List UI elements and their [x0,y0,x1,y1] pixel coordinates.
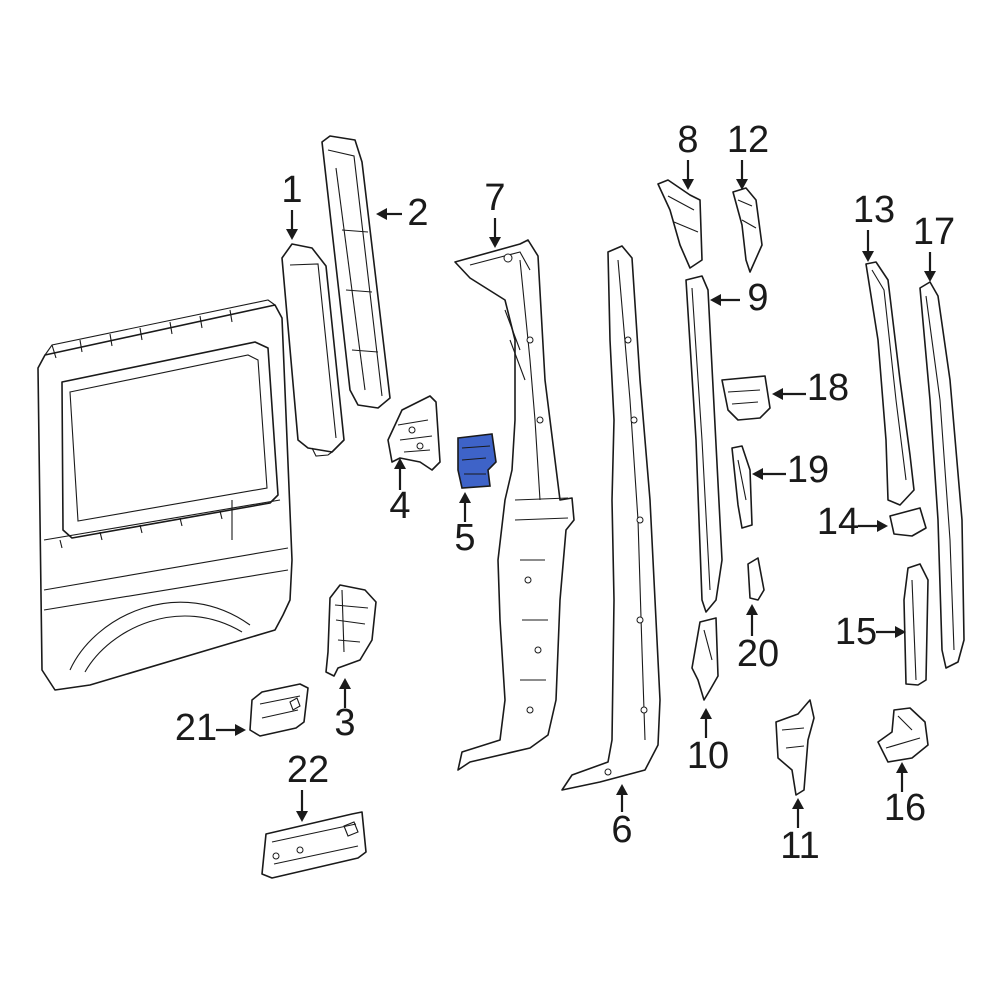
part-12-upper-gusset [732,187,763,273]
part-13-rear-pillar-trim [865,261,915,506]
arrowhead-icon [736,179,748,190]
part-1-pillar-trim [281,243,345,457]
part-5-reinforcement-highlighted [457,433,497,489]
part-4-hinge-bracket [387,395,441,471]
part-11-lower-bracket [775,699,815,796]
part-9-pillar-channel [685,275,723,613]
callout-number: 10 [687,735,729,777]
callout-2: 2 [376,192,429,234]
part-20-small-bracket [747,557,765,601]
arrowhead-icon [616,784,628,795]
arrowhead-icon [862,251,874,262]
callout-number: 17 [913,211,955,253]
arrowhead-icon [792,798,804,809]
callout-4: 4 [389,458,411,527]
part-3-lower-bracket [325,584,377,677]
arrowhead-icon [924,271,936,282]
arrowhead-icon [746,604,758,615]
callout-11: 11 [780,798,820,867]
callout-9: 9 [710,277,769,319]
arrowhead-icon [896,762,908,773]
callout-21: 21 [175,707,246,749]
arrowhead-icon [710,294,721,306]
arrowhead-icon [772,388,783,400]
arrowhead-icon [877,520,888,532]
part-7-center-pillar [454,239,575,771]
part-8-upper-bracket [657,179,703,269]
callout-number: 2 [407,192,428,234]
part-17-rear-pillar [919,281,965,669]
callout-7: 7 [484,177,506,248]
arrowhead-icon [459,492,471,503]
callout-12: 12 [727,119,769,190]
arrowhead-icon [376,208,387,220]
callout-number: 15 [835,611,877,653]
part-16-corner-bracket [877,707,929,763]
callout-number: 11 [780,825,819,867]
part-2-pillar-outer [321,135,391,409]
callout-number: 14 [817,501,859,543]
callout-1: 1 [281,169,303,240]
callout-number: 13 [853,189,895,231]
callout-number: 8 [677,119,698,161]
callout-number: 6 [611,809,632,851]
callout-13: 13 [853,189,895,262]
callout-number: 12 [727,119,769,161]
callout-20: 20 [737,604,779,675]
arrowhead-icon [752,468,763,480]
part-22-lower-panel [261,811,367,879]
callout-number: 3 [334,702,355,744]
callout-number: 18 [807,367,849,409]
callout-number: 4 [389,485,410,527]
arrowhead-icon [895,626,906,638]
part-21-sill-plate [249,683,309,737]
part-15-channel [903,563,929,686]
arrowhead-icon [339,678,351,689]
callout-22: 22 [287,749,329,822]
callout-number: 19 [787,449,829,491]
part-6-pillar-sill [561,245,661,791]
callout-3: 3 [334,678,356,744]
arrowhead-icon [394,458,406,469]
arrowhead-icon [489,237,501,248]
callout-15: 15 [835,611,906,653]
callout-number: 20 [737,633,779,675]
arrowhead-icon [700,708,712,719]
arrowhead-icon [682,179,694,190]
callout-6: 6 [611,784,633,851]
callout-number: 7 [484,177,505,219]
arrowhead-icon [235,724,246,736]
arrowhead-icon [296,811,308,822]
callout-number: 5 [454,517,475,559]
callout-number: 21 [175,707,217,749]
callout-8: 8 [677,119,699,190]
callout-number: 22 [287,749,329,791]
callout-number: 9 [747,277,768,319]
callout-number: 1 [281,169,302,211]
part-14-clip [889,507,927,537]
part-19-plate [731,445,753,529]
callout-18: 18 [772,367,849,409]
side-body-panel [37,299,293,691]
callout-17: 17 [913,211,955,282]
arrowhead-icon [286,229,298,240]
part-18-bracket [721,375,771,421]
callout-16: 16 [884,762,926,829]
callout-number: 16 [884,787,926,829]
part-10-lower-gusset [691,617,719,701]
callout-19: 19 [752,449,829,491]
callout-5: 5 [454,492,476,559]
callout-10: 10 [687,708,729,777]
callout-14: 14 [817,501,888,543]
